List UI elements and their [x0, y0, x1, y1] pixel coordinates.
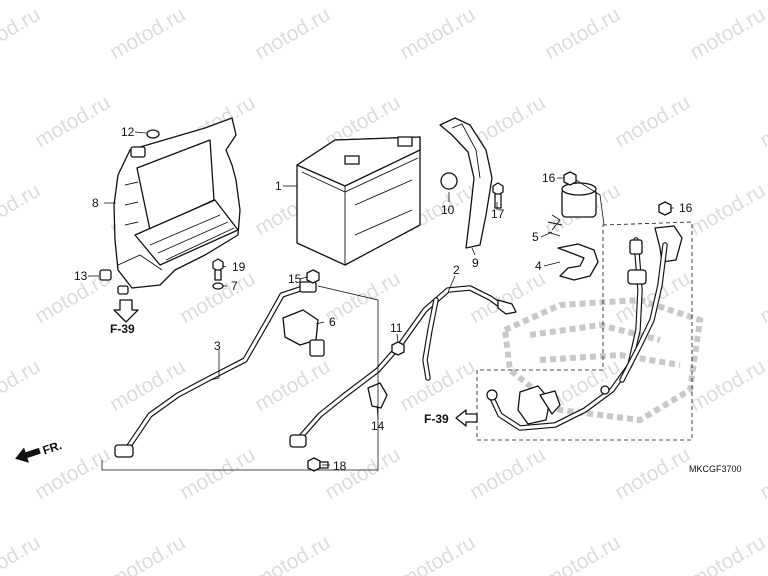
- callout-16-top: 16: [542, 171, 556, 185]
- callout-11: 11: [390, 321, 403, 335]
- cable-3: [114, 281, 317, 458]
- front-direction-indicator: FR.: [15, 438, 64, 463]
- watermark-text: motod.ru: [541, 531, 624, 576]
- watermark-text: motod.ru: [756, 267, 768, 328]
- callouts: 12 8 13 1 10 17 9 16 5 4 16 2 15 19 7 6 …: [74, 125, 693, 473]
- callout-9: 9: [472, 256, 479, 270]
- watermark-text: motod.ru: [0, 3, 44, 64]
- watermark-text: motod.ru: [756, 91, 768, 152]
- f39-arrow-right: [455, 409, 478, 427]
- ref-f39-left: F-39: [110, 322, 135, 336]
- direction-label: FR.: [41, 438, 64, 457]
- battery-band: [439, 117, 493, 249]
- leader-lines: [88, 131, 674, 471]
- watermark-text: motod.ru: [686, 355, 768, 416]
- callout-4: 4: [535, 259, 542, 273]
- frame-ghost-outline: [501, 296, 704, 424]
- battery: [296, 136, 421, 266]
- arrow-left-icon: [15, 447, 41, 463]
- bolt-17: [492, 182, 504, 209]
- relay-cover: [557, 243, 599, 281]
- watermark-text: motod.ru: [106, 355, 189, 416]
- nut-16-top: [563, 171, 577, 186]
- f39-arrow-left: [113, 285, 139, 323]
- callout-3: 3: [214, 339, 221, 353]
- watermark-layer: motod.ru motod.ru motod.ru motod.ru motod.ru…: [0, 3, 768, 576]
- callout-14: 14: [371, 419, 385, 433]
- watermark-text: motod.ru: [0, 355, 44, 416]
- callout-2: 2: [453, 263, 460, 277]
- diagram-code: MKCGF3700: [689, 464, 742, 474]
- watermark-text: motod.ru: [0, 531, 44, 576]
- terminal-cover: [654, 225, 683, 263]
- watermark-text: motod.ru: [396, 531, 479, 576]
- watermark-text: motod.ru: [756, 443, 768, 504]
- nut-15: [306, 269, 320, 284]
- watermark-text: motod.ru: [686, 3, 768, 64]
- callout-13: 13: [74, 269, 88, 283]
- fuse-box-6: [282, 309, 325, 357]
- watermark-text: motod.ru: [466, 267, 549, 328]
- watermark-text: motod.ru: [611, 443, 694, 504]
- watermark-text: motod.ru: [106, 531, 189, 576]
- nut-13: [99, 269, 112, 281]
- nut-16-right: [658, 201, 672, 216]
- washer-7: [212, 282, 224, 290]
- watermark-text: motod.ru: [396, 355, 479, 416]
- callout-7: 7: [231, 279, 238, 293]
- rubber-10: [440, 172, 458, 190]
- clip-12: [146, 129, 160, 139]
- watermark-text: motod.ru: [686, 531, 768, 576]
- ref-f39-right: F-39: [424, 412, 449, 426]
- watermark-text: motod.ru: [106, 3, 189, 64]
- callout-10: 10: [441, 203, 455, 217]
- watermark-text: motod.ru: [466, 443, 549, 504]
- bolt-18: [307, 457, 329, 472]
- cap-14: [367, 382, 388, 409]
- battery-case: [113, 117, 241, 289]
- watermark-text: motod.ru: [251, 3, 334, 64]
- watermark-text: motod.ru: [541, 3, 624, 64]
- watermark-text: motod.ru: [321, 443, 404, 504]
- callout-12: 12: [121, 125, 135, 139]
- callout-5: 5: [532, 230, 539, 244]
- watermark-text: motod.ru: [251, 531, 334, 576]
- cable-2: [289, 285, 517, 448]
- callout-8: 8: [92, 196, 99, 210]
- watermark-text: motod.ru: [0, 179, 44, 240]
- callout-19: 19: [232, 260, 246, 274]
- watermark-text: motod.ru: [396, 3, 479, 64]
- callout-18: 18: [333, 459, 347, 473]
- bolt-11: [391, 341, 405, 356]
- watermark-text: motod.ru: [611, 91, 694, 152]
- watermark-text: motod.ru: [176, 443, 259, 504]
- watermark-text: motod.ru: [251, 355, 334, 416]
- callout-1: 1: [275, 179, 282, 193]
- starter-relay: [547, 182, 597, 237]
- callout-16-right: 16: [679, 201, 693, 215]
- callout-15: 15: [288, 272, 302, 286]
- watermark-text: motod.ru: [31, 91, 114, 152]
- callout-17: 17: [491, 207, 505, 221]
- bolt-19: [212, 258, 224, 281]
- callout-6: 6: [329, 315, 336, 329]
- watermark-text: motod.ru: [686, 179, 768, 240]
- sub-harness: [486, 237, 668, 431]
